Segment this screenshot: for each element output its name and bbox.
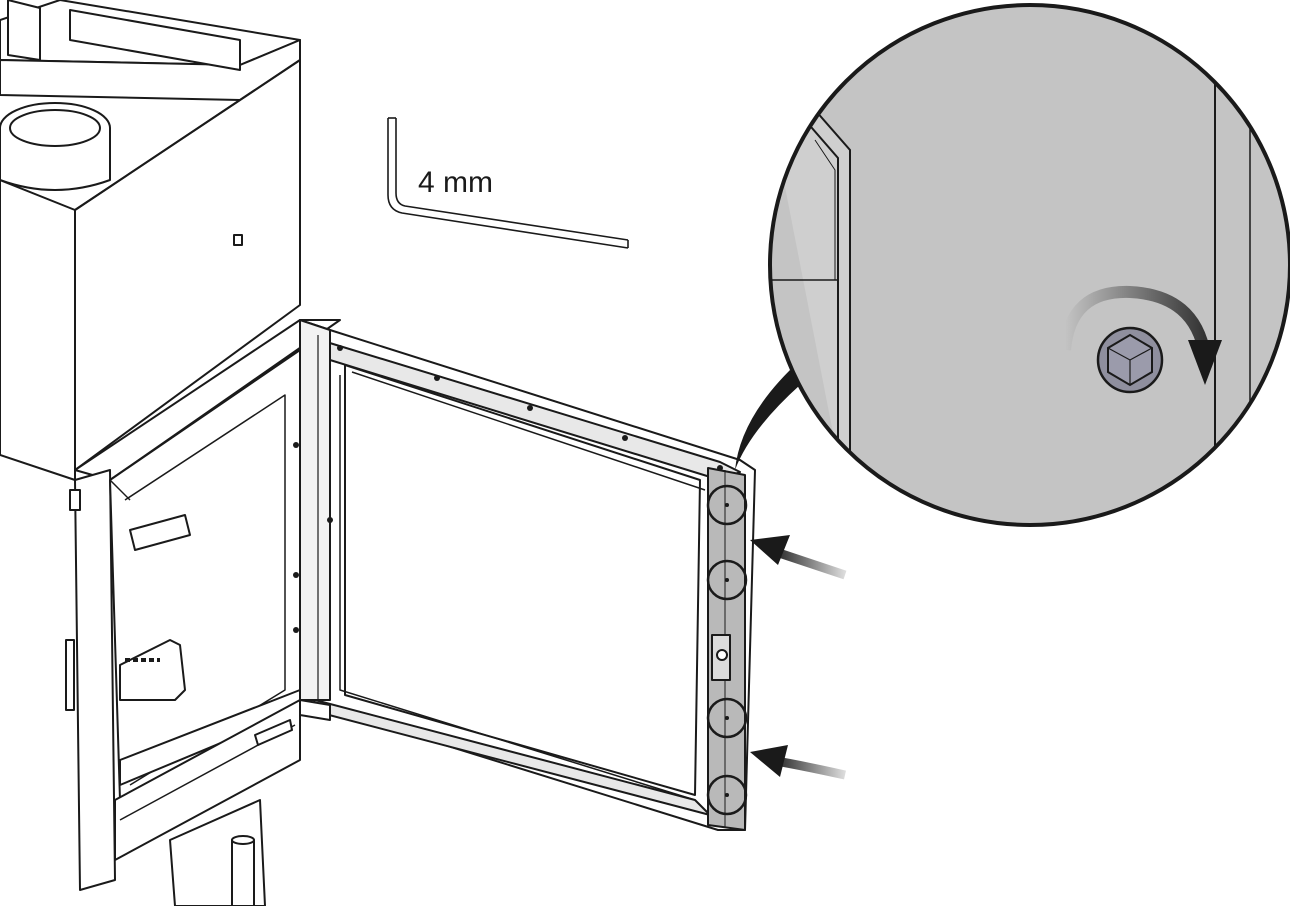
zoom-pointer — [735, 370, 800, 470]
screw-marker — [706, 697, 748, 739]
arrow-icon — [750, 745, 846, 780]
screw-marker — [706, 559, 748, 601]
screw-markers — [706, 484, 748, 816]
stove-body — [0, 0, 341, 906]
screw-marker — [706, 484, 748, 526]
arrow-icon — [750, 535, 847, 580]
screw-marker — [706, 774, 748, 816]
allen-key-icon — [387, 117, 629, 249]
stove-door — [293, 319, 756, 831]
clockwise-arrow-icon — [1059, 285, 1222, 385]
allen-key-size-label: 4 mm — [418, 166, 493, 199]
zoom-detail — [768, 3, 1290, 527]
